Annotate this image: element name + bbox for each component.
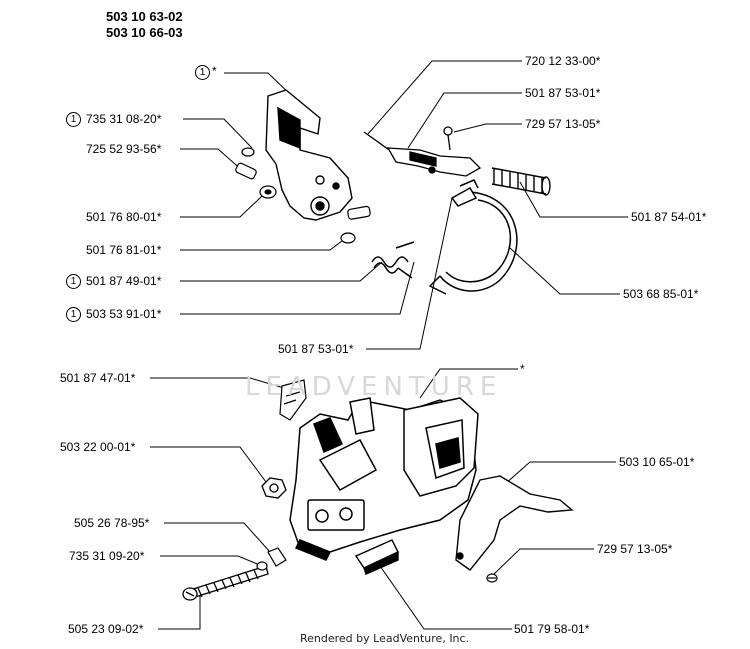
brake-handle-part: [265, 89, 353, 221]
leader-c22: [379, 565, 512, 630]
callout-marker-c2: 1: [66, 112, 81, 127]
leader-c15: [419, 368, 518, 399]
part-label-c10[interactable]: 501 87 53-01*: [525, 86, 601, 100]
leader-c6: [180, 261, 383, 282]
brake-lever-small-part: [279, 379, 307, 421]
part-label-c1[interactable]: *: [212, 64, 217, 78]
bar-nut-part: [261, 477, 287, 499]
part-label-c5[interactable]: 501 76 81-01*: [86, 243, 162, 257]
part-label-c21[interactable]: 505 23 09-02*: [68, 622, 144, 636]
leader-c13: [509, 247, 620, 295]
tensioner-screw-part: [182, 565, 269, 601]
part-label-c19[interactable]: 729 57 13-05*: [597, 542, 673, 556]
footer-credit: Rendered by LeadVenture, Inc.: [300, 632, 470, 645]
callout-marker-c1: 1: [195, 65, 210, 80]
part-label-c11[interactable]: 729 57 13-05*: [525, 117, 601, 131]
leader-c3: [180, 148, 245, 173]
leader-c4: [180, 195, 263, 218]
leader-c12: [519, 181, 628, 218]
small-fasteners-top-left: [235, 147, 371, 244]
part-label-c20[interactable]: 735 31 09-20*: [69, 549, 145, 563]
leader-c14: [150, 377, 285, 389]
leader-c7: [180, 261, 415, 315]
small-washer-part: [256, 547, 498, 583]
callout-marker-c7: 1: [66, 307, 81, 322]
leader-c8: [366, 197, 453, 350]
model-number-1: 503 10 63-02: [106, 9, 183, 24]
spring-part: [371, 241, 415, 279]
part-label-c22[interactable]: 501 79 58-01*: [514, 622, 590, 636]
part-label-c17[interactable]: 503 10 65-01*: [619, 455, 695, 469]
part-label-c6[interactable]: 501 87 49-01*: [86, 274, 162, 288]
part-label-c2[interactable]: 735 31 08-20*: [86, 112, 162, 126]
guide-plate-part: [354, 539, 399, 575]
leader-c11: [453, 123, 522, 133]
part-label-c3[interactable]: 725 52 93-56*: [86, 142, 162, 156]
watermark-text: LEADVENTURE: [245, 372, 503, 402]
return-spring-part: [491, 167, 551, 196]
part-label-c8[interactable]: 501 87 53-01*: [278, 342, 354, 356]
part-label-c7[interactable]: 503 53 91-01*: [86, 307, 162, 321]
part-label-c9[interactable]: 720 12 33-00*: [525, 54, 601, 68]
part-label-c13[interactable]: 503 68 85-01*: [623, 287, 699, 301]
leader-c20: [160, 555, 263, 567]
leader-c18: [164, 522, 271, 553]
part-label-c4[interactable]: 501 76 80-01*: [86, 210, 162, 224]
leader-c16: [150, 446, 267, 483]
part-label-c18[interactable]: 505 26 78-95*: [74, 516, 150, 530]
brake-band-part: [428, 179, 518, 295]
clutch-cover-part: [289, 397, 479, 561]
model-number-2: 503 10 66-03: [106, 25, 183, 40]
leader-c1: [224, 72, 293, 97]
part-label-c15[interactable]: *: [520, 362, 525, 376]
part-label-c16[interactable]: 503 22 00-01*: [60, 440, 136, 454]
chain-guard-part: [455, 475, 574, 571]
leader-c21: [158, 594, 201, 630]
callout-marker-c6: 1: [66, 274, 81, 289]
leader-c2: [183, 118, 253, 149]
brake-linkage-part: [363, 126, 482, 177]
leader-c5: [180, 237, 347, 251]
leader-c19: [491, 548, 594, 577]
part-label-c14[interactable]: 501 87 47-01*: [60, 371, 136, 385]
part-label-c12[interactable]: 501 87 54-01*: [631, 210, 707, 224]
leader-c10: [407, 92, 522, 149]
leader-c9: [367, 60, 522, 135]
